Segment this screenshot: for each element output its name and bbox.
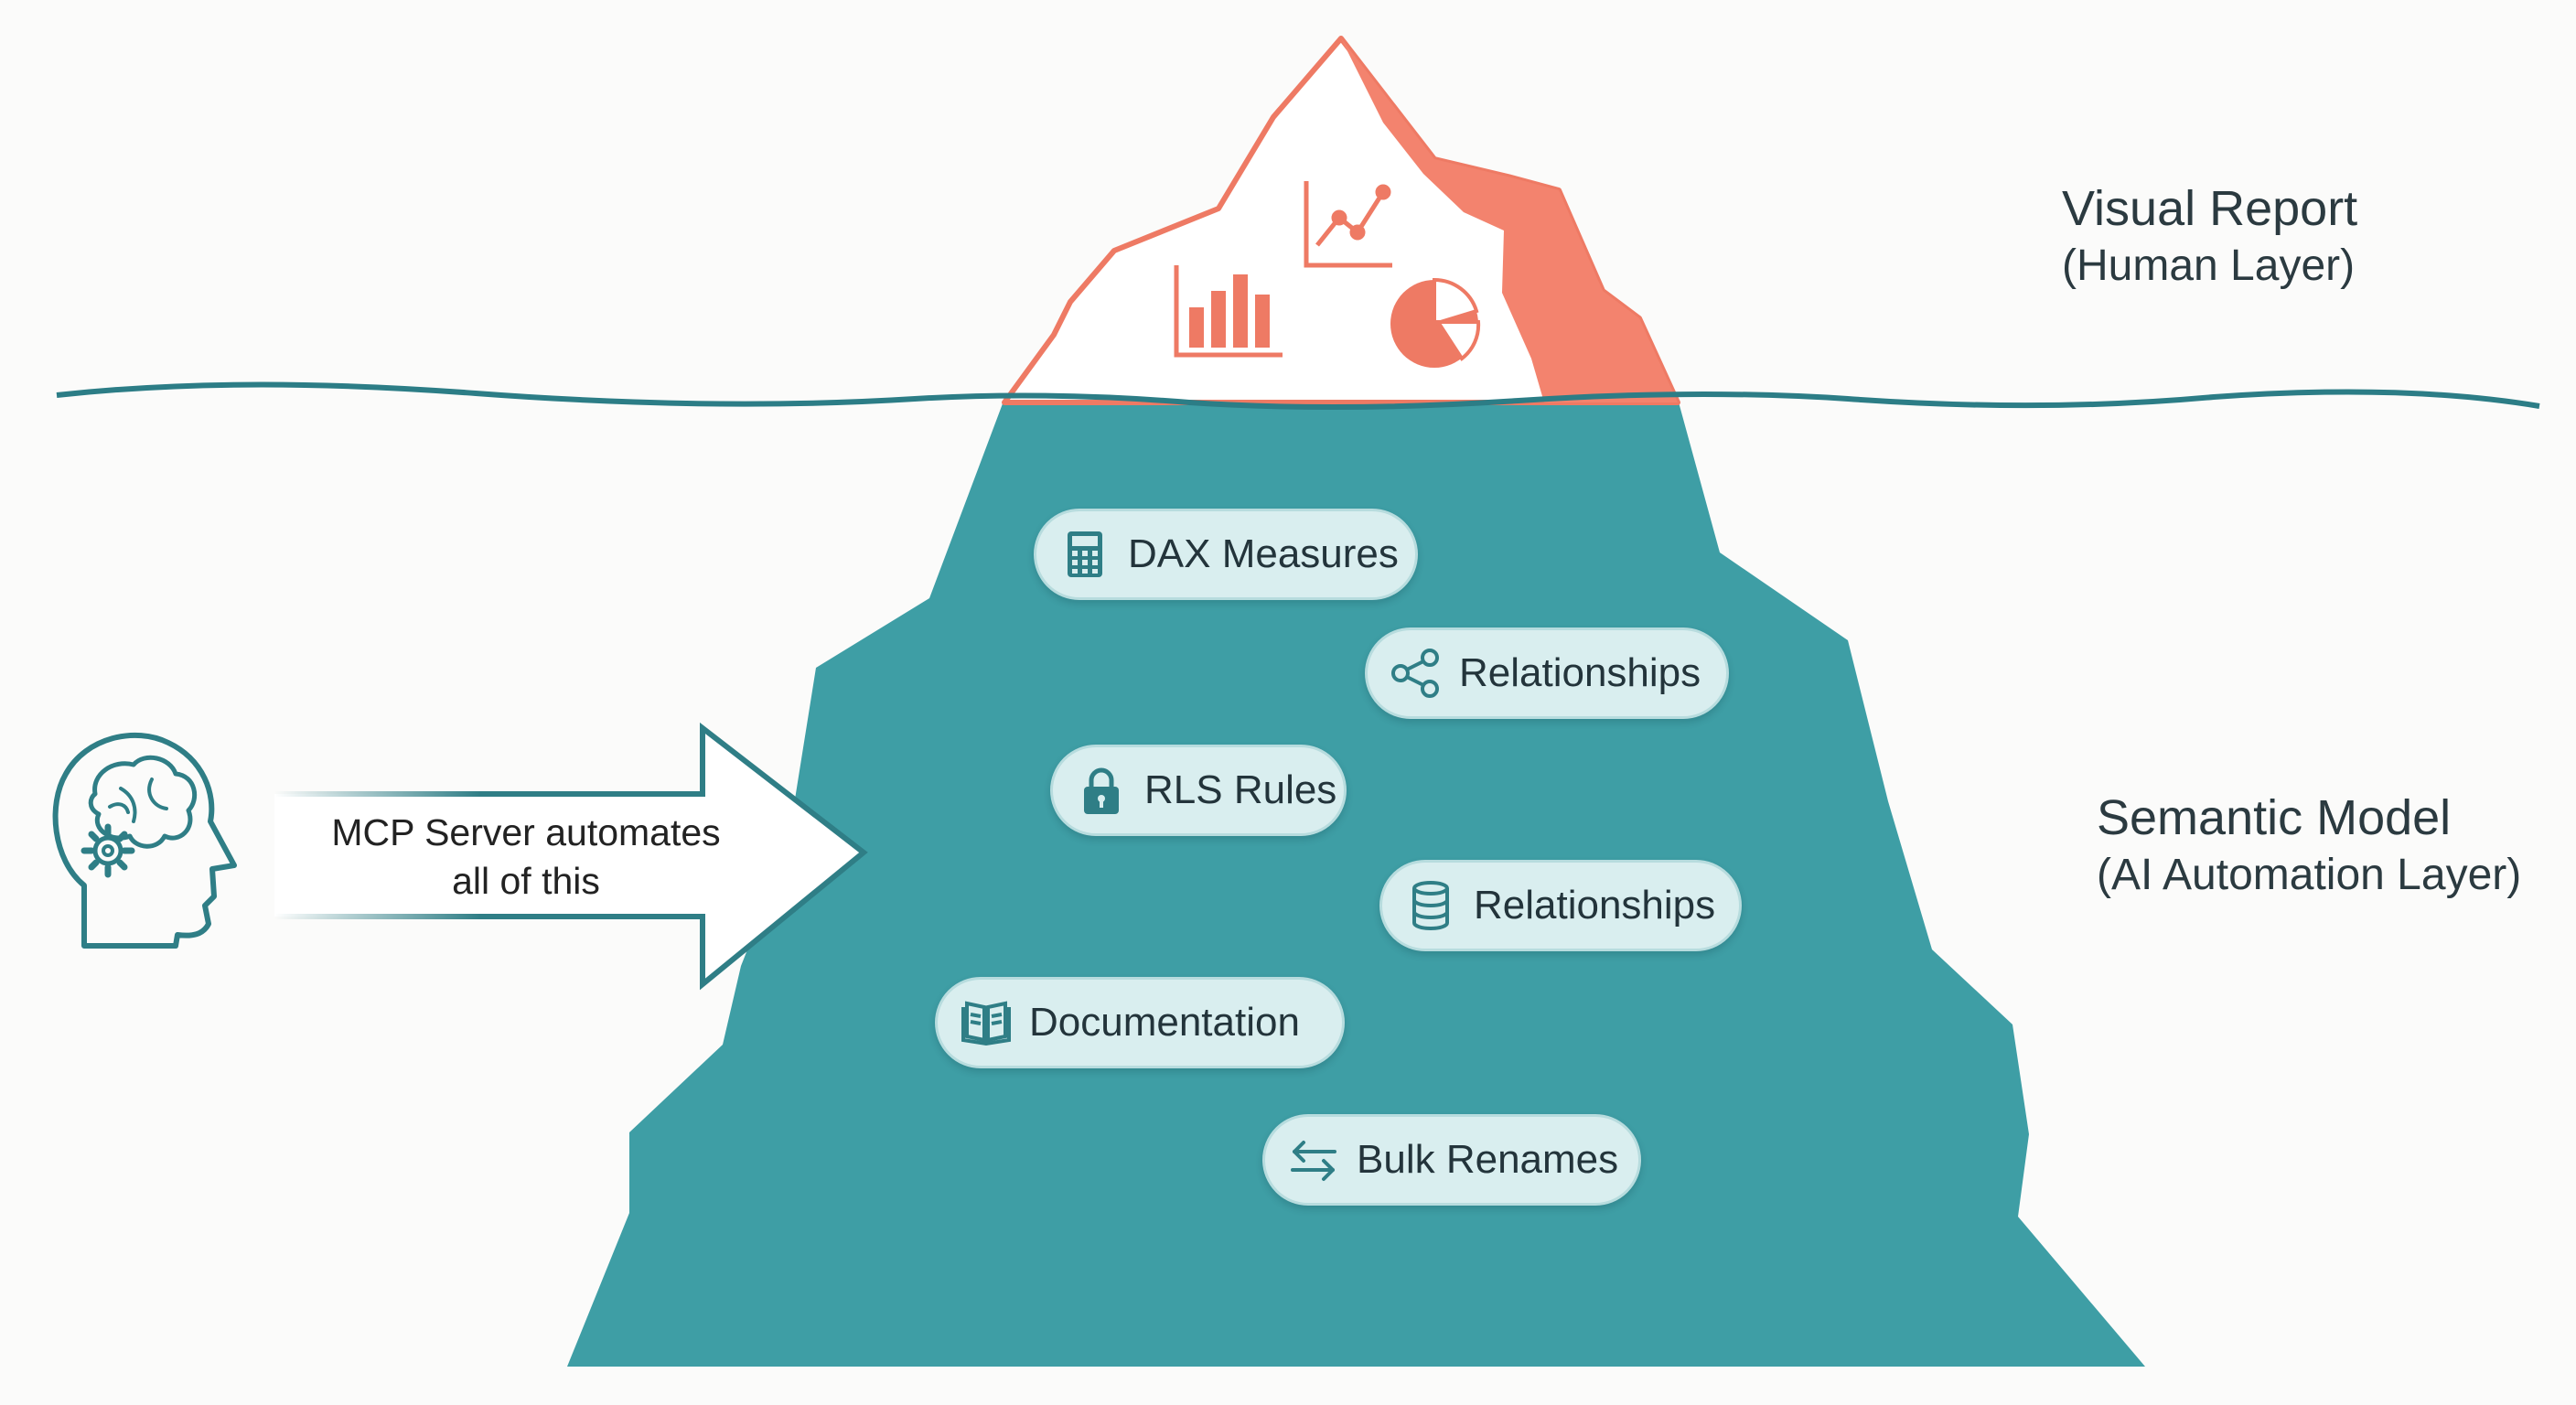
book-icon	[960, 996, 1013, 1049]
feature-pill-relationships-database: Relationships	[1379, 860, 1742, 951]
feature-label: Relationships	[1459, 650, 1701, 695]
feature-pill-rls-rules: RLS Rules	[1050, 745, 1347, 836]
head-brain-gear-icon	[52, 732, 237, 949]
swap-arrows-icon	[1287, 1133, 1340, 1186]
semantic-model-title: Semantic Model	[2097, 790, 2452, 845]
callout-line-1: MCP Server automates	[331, 811, 721, 853]
share-nodes-icon	[1390, 647, 1443, 700]
callout-line-2: all of this	[452, 860, 600, 903]
lock-icon	[1075, 764, 1128, 817]
visual-report-label: Visual Report (Human Layer)	[2062, 179, 2357, 293]
iceberg-underwater	[567, 399, 2145, 1367]
feature-label: Documentation	[1029, 1000, 1300, 1045]
feature-pill-documentation: Documentation	[935, 977, 1345, 1068]
visual-report-title: Visual Report	[2062, 181, 2358, 236]
feature-label: Relationships	[1474, 883, 1716, 928]
water-line	[56, 381, 2540, 411]
feature-label: DAX Measures	[1128, 531, 1399, 576]
semantic-model-label: Semantic Model (AI Automation Layer)	[2097, 788, 2521, 902]
callout-arrow	[274, 722, 868, 991]
semantic-model-subtitle: (AI Automation Layer)	[2097, 850, 2522, 899]
iceberg-tip-shade	[1341, 38, 1678, 402]
bar-chart-icon	[1174, 265, 1283, 358]
feature-pill-relationships: Relationships	[1365, 627, 1729, 719]
pie-chart-icon	[1390, 277, 1481, 368]
calculator-icon	[1058, 528, 1111, 581]
callout-text: MCP Server automates all of this	[284, 809, 768, 906]
feature-label: Bulk Renames	[1357, 1137, 1619, 1182]
visual-report-subtitle: (Human Layer)	[2062, 241, 2356, 290]
feature-pill-bulk-renames: Bulk Renames	[1262, 1114, 1641, 1206]
line-chart-icon	[1304, 181, 1392, 268]
database-icon	[1404, 879, 1457, 932]
feature-label: RLS Rules	[1144, 767, 1337, 812]
feature-pill-dax-measures: DAX Measures	[1034, 509, 1418, 600]
